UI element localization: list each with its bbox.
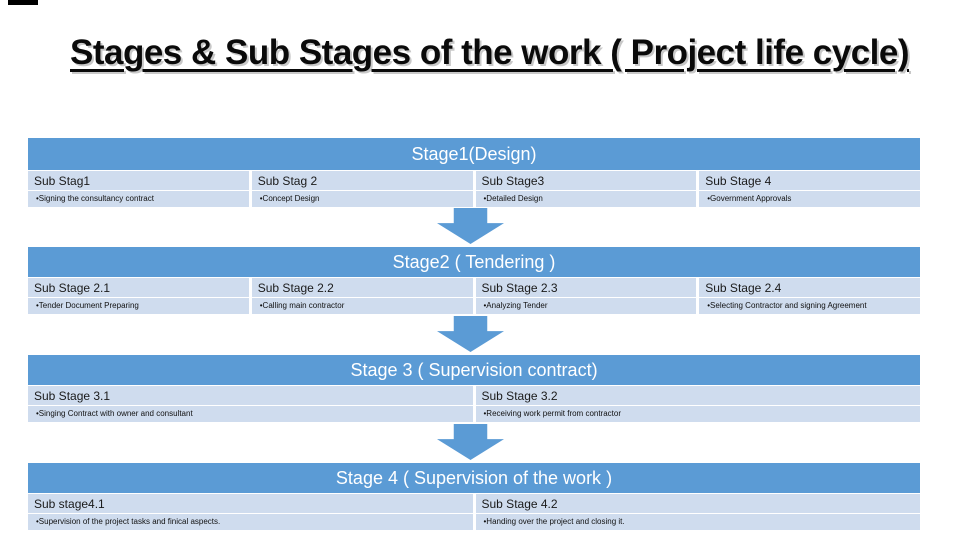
stage-1-section: Stage1(Design) Sub Stag1 Sub Stag 2 Sub … bbox=[28, 138, 920, 207]
substage-title: Sub Stage 4.2 bbox=[475, 494, 920, 513]
slide-corner-mark bbox=[8, 0, 38, 5]
substage-title: Sub Stage 2.3 bbox=[475, 278, 697, 297]
substage-bullet: •Selecting Contractor and signing Agreem… bbox=[699, 298, 920, 314]
stage-1-grid: Sub Stag1 Sub Stag 2 Sub Stage3 Sub Stag… bbox=[28, 171, 920, 207]
substage-title: Sub Stage 2.4 bbox=[699, 278, 920, 297]
substage-title: Sub Stage3 bbox=[475, 171, 697, 190]
stage-4-grid: Sub stage4.1 Sub Stage 4.2 •Supervision … bbox=[28, 494, 920, 530]
substage-title: Sub Stage 3.2 bbox=[475, 386, 920, 405]
down-arrow-icon bbox=[437, 208, 504, 244]
stage-4-header: Stage 4 ( Supervision of the work ) bbox=[28, 463, 920, 493]
stage-3-section: Stage 3 ( Supervision contract) Sub Stag… bbox=[28, 355, 920, 422]
stage-1-header: Stage1(Design) bbox=[28, 138, 920, 170]
down-arrow-icon bbox=[437, 316, 504, 352]
substage-bullet: •Receiving work permit from contractor bbox=[475, 406, 920, 422]
substage-title: Sub Stag 2 bbox=[251, 171, 473, 190]
stage-2-grid: Sub Stage 2.1 Sub Stage 2.2 Sub Stage 2.… bbox=[28, 278, 920, 314]
substage-title: Sub Stage 3.1 bbox=[28, 386, 473, 405]
down-arrow-icon bbox=[437, 424, 504, 460]
stage-4-section: Stage 4 ( Supervision of the work ) Sub … bbox=[28, 463, 920, 530]
stage-3-header: Stage 3 ( Supervision contract) bbox=[28, 355, 920, 385]
stage-2-section: Stage2 ( Tendering ) Sub Stage 2.1 Sub S… bbox=[28, 247, 920, 314]
substage-bullet: •Detailed Design bbox=[475, 191, 697, 207]
substage-bullet: •Tender Document Preparing bbox=[28, 298, 249, 314]
substage-bullet: •Concept Design bbox=[251, 191, 473, 207]
substage-bullet: •Calling main contractor bbox=[251, 298, 473, 314]
stage-2-header: Stage2 ( Tendering ) bbox=[28, 247, 920, 277]
substage-title: Sub Stag1 bbox=[28, 171, 249, 190]
substage-bullet: •Singing Contract with owner and consult… bbox=[28, 406, 473, 422]
stage-3-grid: Sub Stage 3.1 Sub Stage 3.2 •Singing Con… bbox=[28, 386, 920, 422]
substage-bullet: •Supervision of the project tasks and fi… bbox=[28, 514, 473, 530]
substage-bullet: •Government Approvals bbox=[699, 191, 920, 207]
substage-title: Sub Stage 2.1 bbox=[28, 278, 249, 297]
substage-bullet: •Analyzing Tender bbox=[475, 298, 697, 314]
substage-bullet: •Signing the consultancy contract bbox=[28, 191, 249, 207]
substage-title: Sub Stage 2.2 bbox=[251, 278, 473, 297]
substage-bullet: •Handing over the project and closing it… bbox=[475, 514, 920, 530]
substage-title: Sub stage4.1 bbox=[28, 494, 473, 513]
slide-title: Stages & Sub Stages of the work ( Projec… bbox=[70, 33, 910, 72]
substage-title: Sub Stage 4 bbox=[699, 171, 920, 190]
